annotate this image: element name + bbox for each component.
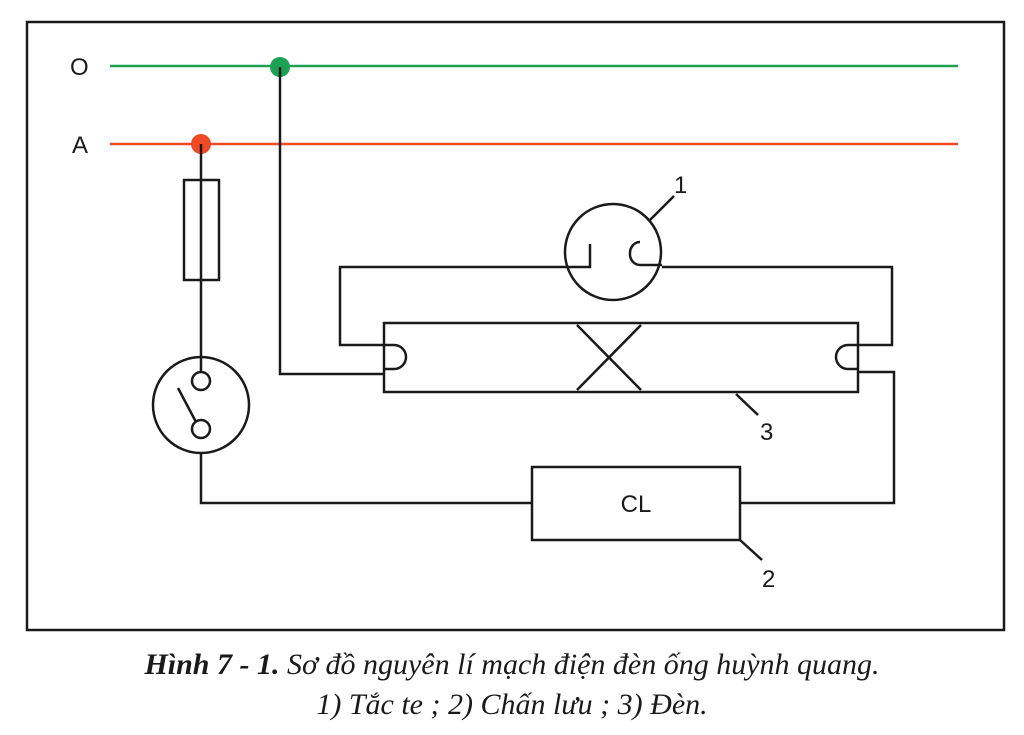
neutral-to-tube-wire bbox=[278, 67, 384, 376]
ballast-callout bbox=[739, 539, 763, 561]
ballast-to-tube-wire bbox=[740, 370, 896, 505]
starter-number: 1 bbox=[674, 172, 687, 199]
caption-legend: 1) Tắc te ; 2) Chấn lưu ; 3) Đèn. bbox=[316, 688, 708, 721]
switch-contact-top bbox=[190, 370, 212, 392]
starter bbox=[563, 202, 663, 302]
left-filament bbox=[384, 343, 408, 371]
starter-fixed-electrode bbox=[564, 244, 592, 269]
figure-title: Sơ đồ nguyên lí mạch điện đèn ống huỳnh … bbox=[286, 648, 880, 681]
starter-left-wire bbox=[338, 265, 564, 347]
ballast bbox=[530, 465, 742, 542]
tube-callout bbox=[735, 393, 759, 416]
starter-callout bbox=[649, 195, 675, 221]
caption-line-1: Hình 7 - 1. Sơ đồ nguyên lí mạch điện đè… bbox=[0, 645, 1024, 685]
right-filament bbox=[834, 343, 858, 371]
switch-to-ballast-wire bbox=[199, 453, 532, 505]
phase-rail-label: A bbox=[72, 132, 88, 159]
switch-lever bbox=[176, 387, 198, 423]
fluorescent-tube bbox=[382, 321, 860, 394]
circuit-diagram: O A CL 2 3 1 bbox=[25, 20, 1006, 632]
tube-cross-b bbox=[576, 324, 642, 391]
ballast-text: CL bbox=[621, 491, 652, 518]
starter-bimetal-electrode bbox=[628, 240, 662, 267]
neutral-rail-label: O bbox=[70, 54, 89, 81]
figure-caption: Hình 7 - 1. Sơ đồ nguyên lí mạch điện đè… bbox=[0, 645, 1024, 725]
starter-right-wire bbox=[662, 265, 894, 347]
tube-number: 3 bbox=[760, 419, 773, 446]
figure-label: Hình 7 - 1. bbox=[144, 648, 280, 681]
switch-contact-bottom bbox=[190, 418, 212, 440]
ballast-number: 2 bbox=[762, 566, 775, 593]
diagram-frame bbox=[25, 20, 1006, 632]
